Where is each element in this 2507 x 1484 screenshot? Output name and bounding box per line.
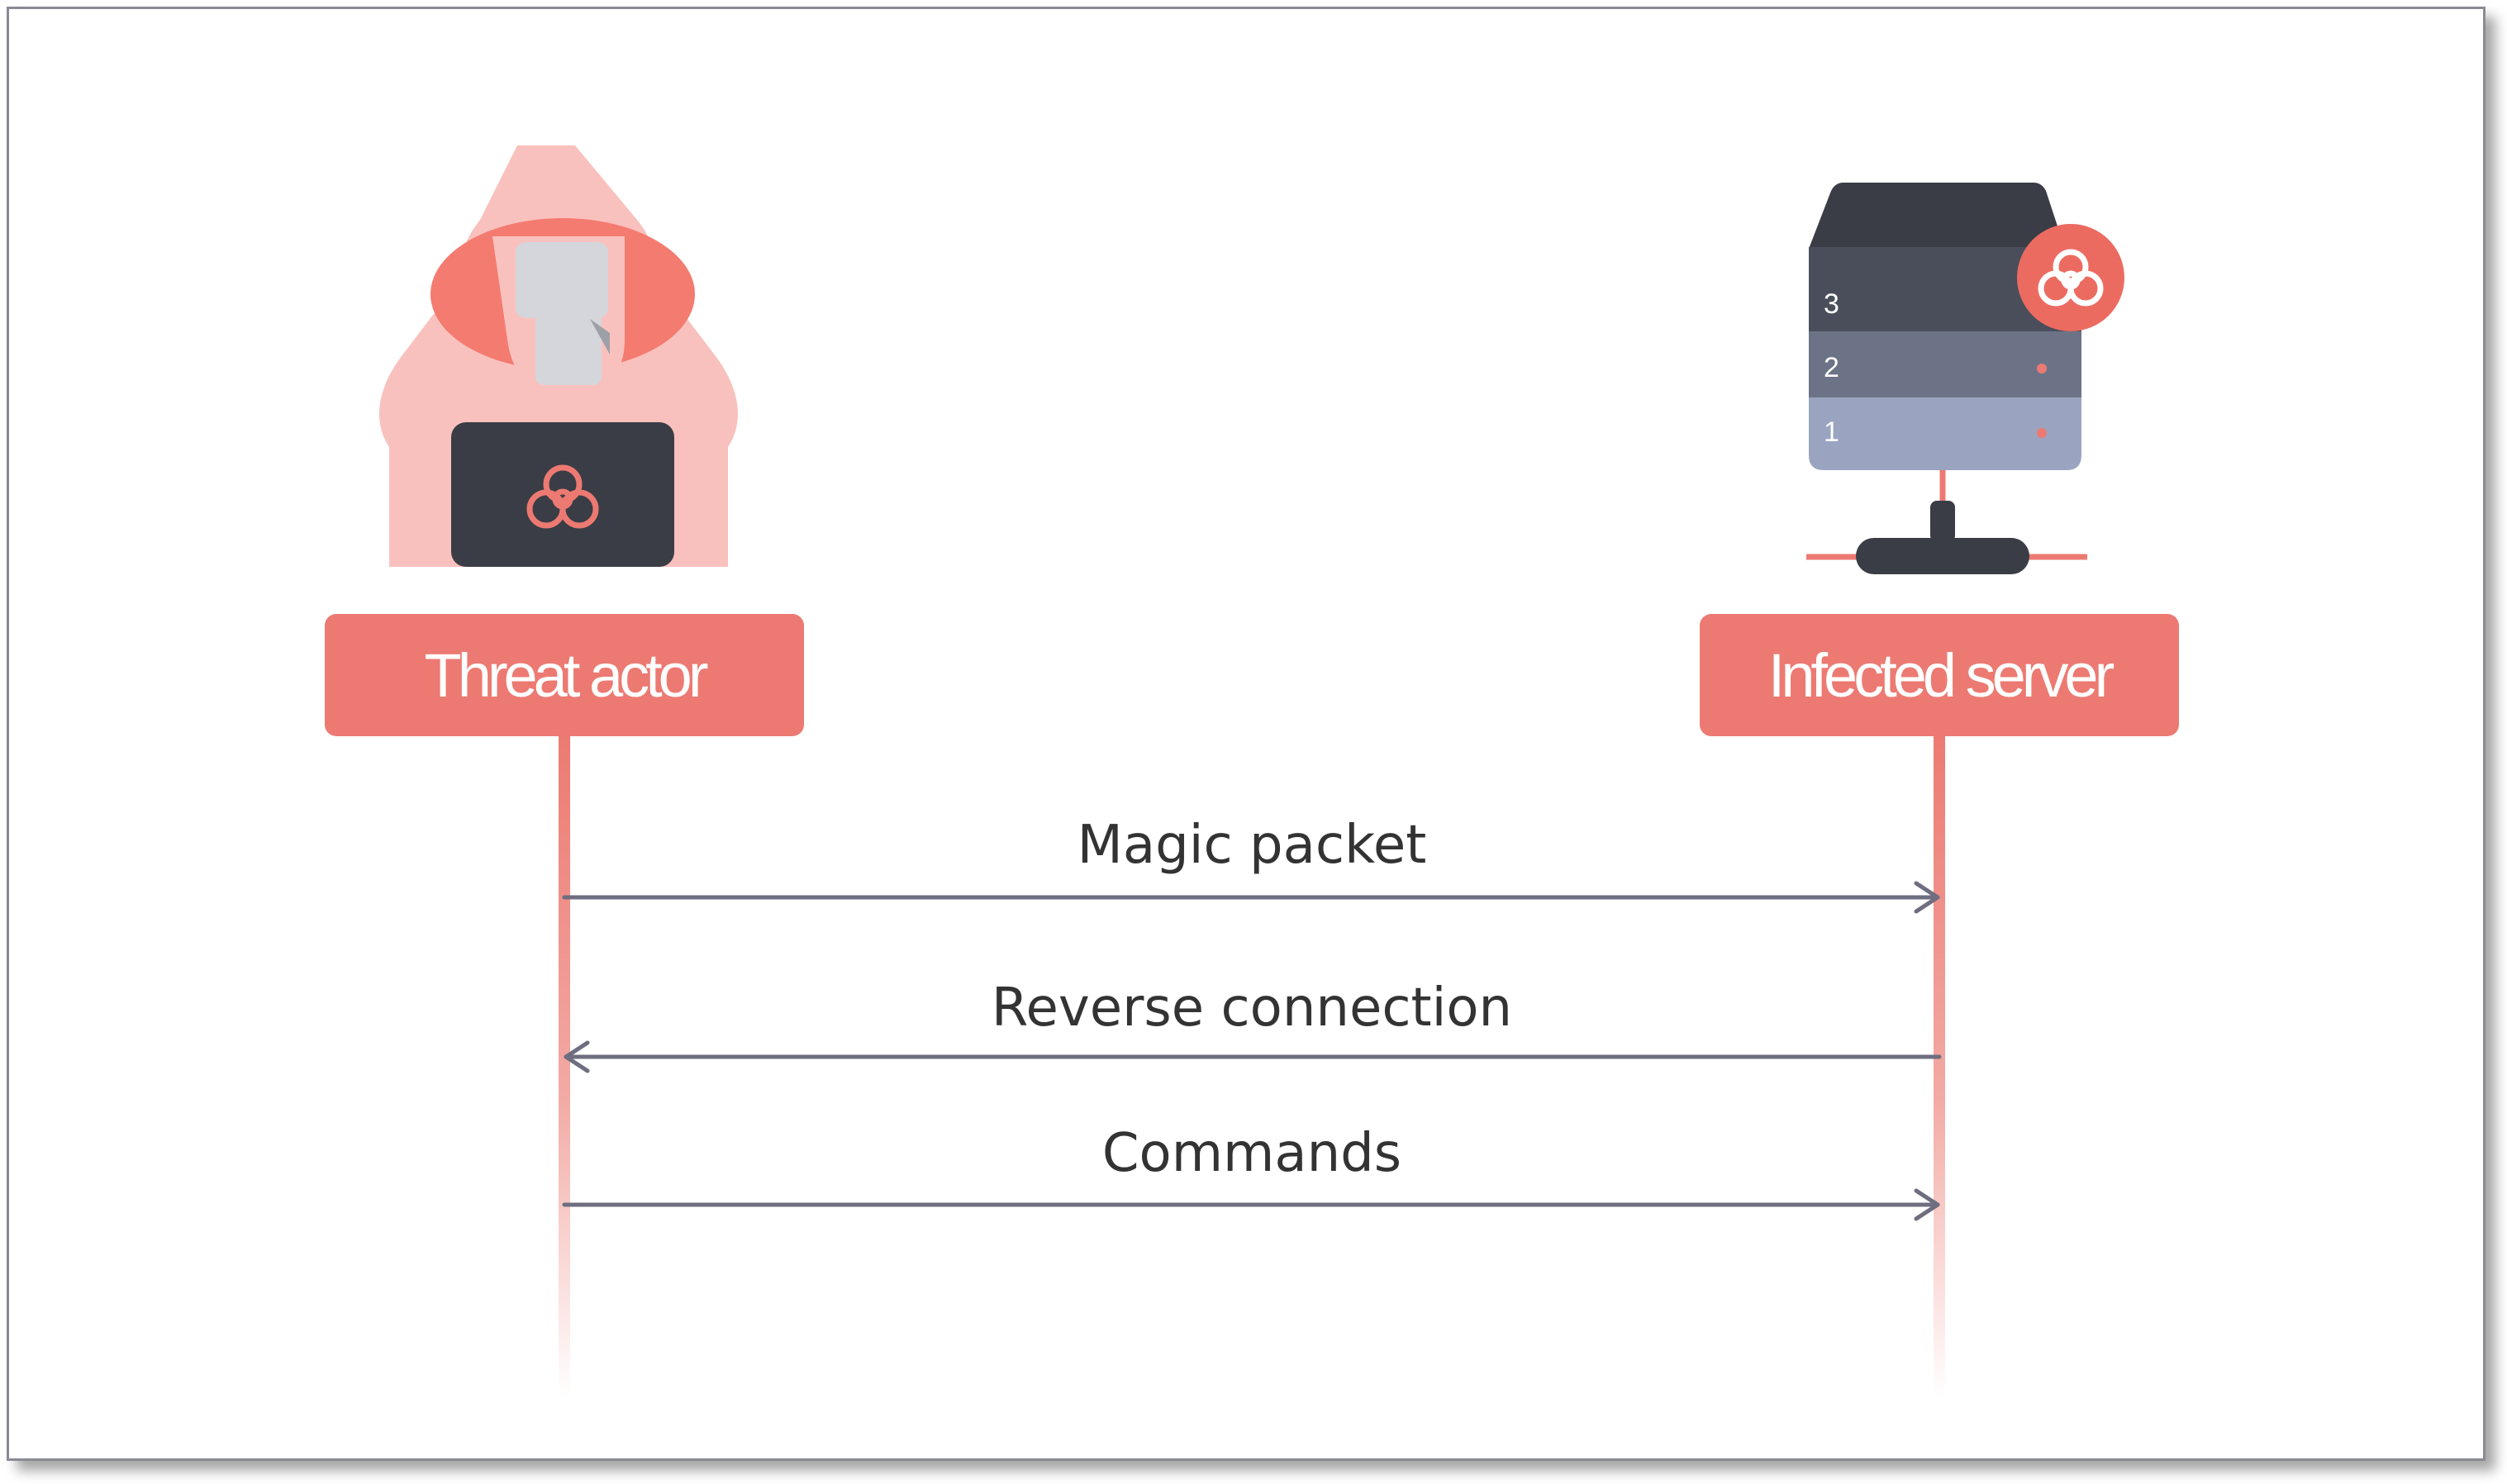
hooded-hacker-icon [379, 145, 738, 567]
arrow-reverse-connection [564, 1040, 1942, 1073]
rack-slot-1: 1 [1824, 416, 1839, 448]
arrow-magic-packet [562, 881, 1940, 914]
rack-slot-2: 2 [1824, 352, 1839, 383]
message-arrows [562, 881, 1942, 1221]
rack-slot-3: 3 [1824, 288, 1839, 320]
biohazard-badge-icon [2017, 224, 2124, 331]
server-lifeline [1934, 736, 1945, 1397]
arrow-commands [562, 1188, 1940, 1221]
infected-server-label: Infected server [1700, 614, 2179, 736]
message-label-reverse-connection: Reverse connection [991, 977, 1513, 1039]
message-label-magic-packet: Magic packet [1077, 815, 1427, 876]
diagram-frame: 3 2 1 Threat actor Infected server Magic… [7, 7, 2486, 1461]
message-label-commands: Commands [1101, 1123, 1402, 1184]
infected-server-icon: 3 2 1 [1806, 183, 2124, 574]
actor-lifeline [559, 736, 570, 1397]
threat-actor-label: Threat actor [325, 614, 804, 736]
